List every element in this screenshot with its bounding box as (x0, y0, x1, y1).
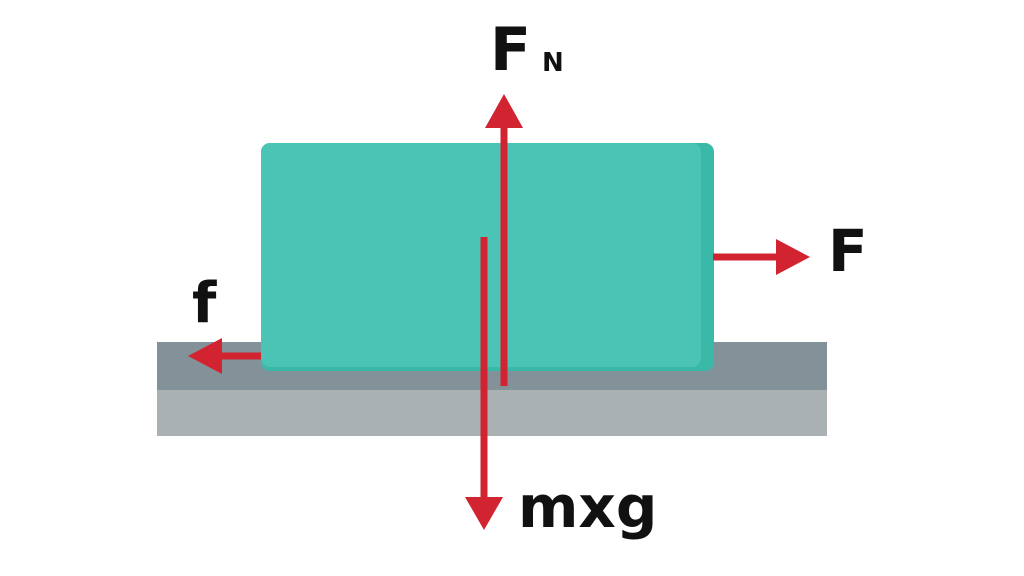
applied-force-arrow (713, 239, 810, 275)
normal-force-head (485, 94, 523, 128)
applied-force-head (776, 239, 810, 275)
normal-force-subscript: N (542, 48, 564, 78)
surface-body (157, 388, 827, 436)
friction-label: f (192, 271, 217, 336)
normal-force-arrow (485, 94, 523, 386)
weight-label: mxg (518, 473, 658, 541)
friction-head (188, 338, 222, 374)
normal-force-label: F (490, 15, 531, 85)
weight-arrow (465, 237, 503, 530)
applied-force-label: F (828, 217, 868, 285)
friction-arrow (188, 338, 261, 374)
weight-head (465, 497, 503, 530)
